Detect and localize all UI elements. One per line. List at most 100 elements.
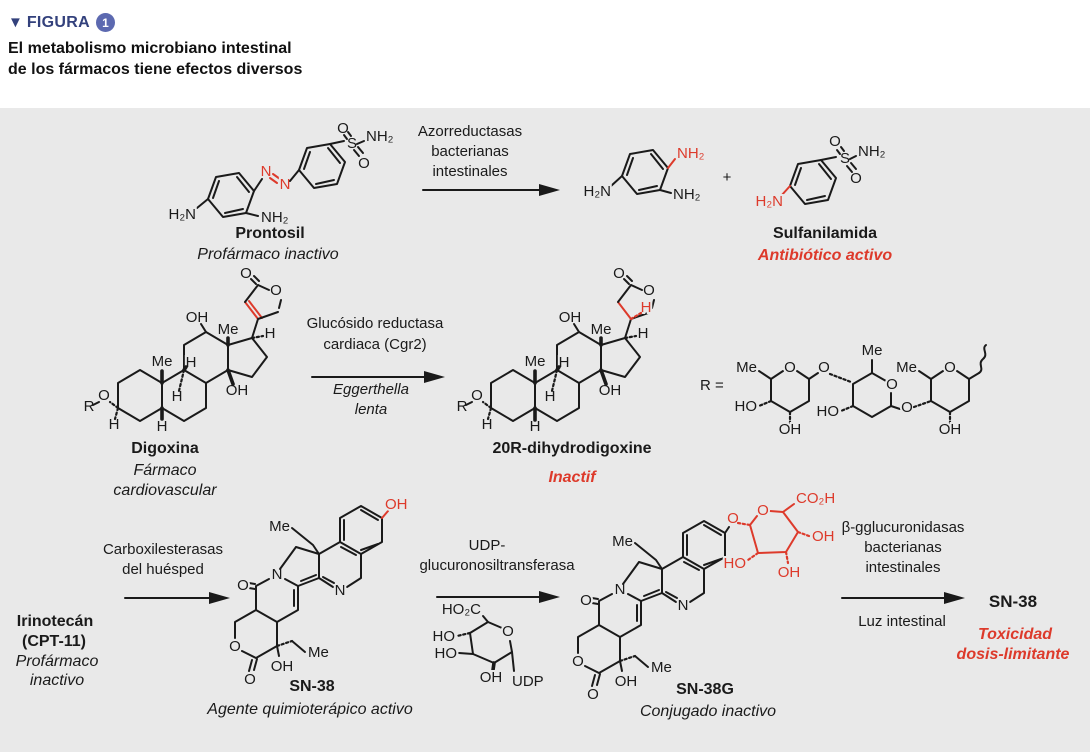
atom-label: S bbox=[347, 135, 357, 152]
atom-label: O bbox=[613, 265, 625, 282]
atom-label: O bbox=[784, 359, 796, 376]
product-name-sulfanilamida: Sulfanilamida bbox=[772, 225, 878, 242]
atom-label-red: OH bbox=[812, 528, 835, 545]
atom-label: H bbox=[638, 325, 649, 342]
atom-label: Me bbox=[651, 659, 672, 676]
substrate-status-irinotecan-line2: inactivo bbox=[29, 672, 85, 689]
atom-label-red: HO bbox=[724, 555, 747, 572]
atom-label: Me bbox=[269, 518, 290, 535]
atom-label: HO bbox=[735, 398, 758, 415]
atom-label: O bbox=[850, 170, 862, 187]
arrow5-sublabel: Luz intestinal bbox=[858, 613, 946, 630]
atom-label: OH bbox=[226, 382, 249, 399]
atom-label: O bbox=[829, 133, 841, 150]
atom-label: O bbox=[337, 120, 349, 137]
atom-label: NH₂ bbox=[673, 186, 701, 203]
atom-label: N bbox=[678, 597, 689, 614]
atom-label-red-o: O bbox=[727, 510, 739, 527]
atom-label: O bbox=[237, 577, 249, 594]
atom-label: H bbox=[172, 388, 183, 405]
atom-label: HO₂C bbox=[442, 601, 481, 618]
atom-label: H bbox=[482, 416, 493, 433]
atom-label: O bbox=[643, 282, 655, 299]
molecule-sulfanilamida: H₂N S O O NH₂ bbox=[754, 131, 888, 212]
atom-label: R bbox=[84, 398, 95, 415]
substrate-status-prontosil: Profármaco inactivo bbox=[197, 246, 339, 263]
atom-label: O bbox=[98, 387, 110, 404]
arrow3-label-line1: Carboxilesterasas bbox=[102, 541, 224, 558]
atom-label: Me bbox=[862, 342, 883, 359]
molecule-triaminobenzene: NH₂ H₂N NH₂ bbox=[582, 143, 707, 205]
arrow5-label-line3: intestinales bbox=[865, 559, 941, 576]
atom-label: H bbox=[157, 418, 168, 435]
arrow2-label-line2: cardiaca (Cgr2) bbox=[323, 336, 427, 353]
figure-header: ▼ FIGURA 1 bbox=[8, 13, 115, 32]
atom-label: Me bbox=[218, 321, 239, 338]
product-status-sulfanilamida: Antibiótico activo bbox=[757, 247, 893, 264]
atom-label: HO bbox=[817, 403, 840, 420]
atom-label-azo-n: N bbox=[261, 163, 272, 180]
plus-sign: + bbox=[723, 169, 732, 186]
atom-label-red-amine: NH₂ bbox=[677, 145, 705, 162]
intermediate-status-sn38g: Conjugado inactivo bbox=[639, 703, 777, 720]
atom-label: Me bbox=[591, 321, 612, 338]
atom-label: Me bbox=[612, 533, 633, 550]
molecule-prontosil: H₂N NH₂ N N S O O NH₂ bbox=[167, 118, 396, 228]
arrow3-label-line2: del huésped bbox=[122, 561, 204, 578]
atom-label: S bbox=[840, 150, 850, 167]
atom-label: HO bbox=[433, 628, 456, 645]
intermediate-name-sn38: SN-38 bbox=[289, 678, 335, 695]
atom-label-red: CO₂H bbox=[796, 490, 835, 507]
atom-label: H bbox=[265, 325, 276, 342]
product-name-dihydrodigoxine: 20R-dihydrodigoxine bbox=[492, 440, 652, 457]
intermediate-status-sn38: Agente quimioterápico activo bbox=[207, 701, 413, 718]
squiggle-bond bbox=[978, 344, 987, 374]
substrate-status-digoxina-line2: cardiovascular bbox=[113, 482, 217, 499]
arrow2-label-line1: Glucósido reductasa bbox=[306, 315, 444, 332]
arrow1-label-line1: Azorreductasas bbox=[417, 123, 523, 140]
atom-label: O bbox=[944, 359, 956, 376]
figure-panel bbox=[0, 108, 1090, 752]
atom-label: H bbox=[559, 354, 570, 371]
molecule-udp-glucuronate: O HO₂C HO HO OH UDP bbox=[431, 599, 546, 692]
atom-label-azo-n: N bbox=[280, 176, 291, 193]
arrow1-label-line2: bacterianas bbox=[431, 143, 509, 160]
intermediate-name-sn38g: SN-38G bbox=[676, 681, 734, 698]
figure-title-line1: El metabolismo microbiano intestinal bbox=[8, 40, 292, 57]
atom-label: OH bbox=[271, 658, 294, 675]
atom-label: O bbox=[229, 638, 241, 655]
atom-label: O bbox=[901, 399, 913, 416]
substrate-name-irinotecan-line1: Irinotecán bbox=[16, 613, 94, 630]
substrate-name-prontosil: Prontosil bbox=[235, 225, 305, 242]
figure-number-badge: 1 bbox=[96, 13, 115, 32]
atom-label: Me bbox=[525, 353, 546, 370]
atom-label: O bbox=[587, 686, 599, 703]
atom-label: H₂N bbox=[584, 183, 612, 200]
atom-label: Me bbox=[308, 644, 329, 661]
atom-label: OH bbox=[599, 382, 622, 399]
atom-label-red: OH bbox=[778, 564, 801, 581]
arrow5-label-line1: β-gglucuronidasas bbox=[841, 519, 965, 536]
atom-label: N bbox=[335, 582, 346, 599]
atom-label: NH₂ bbox=[366, 128, 394, 145]
atom-label: OH bbox=[779, 421, 802, 438]
atom-label: O bbox=[502, 623, 514, 640]
figure-marker-triangle: ▼ bbox=[8, 14, 23, 31]
figure-number: 1 bbox=[102, 15, 109, 30]
figure-label: FIGURA bbox=[26, 13, 90, 31]
product-status-toxicity-line1: Toxicidad bbox=[977, 626, 1053, 643]
atom-label: OH bbox=[939, 421, 962, 438]
atom-label: Me bbox=[736, 359, 757, 376]
atom-label: O bbox=[572, 653, 584, 670]
atom-label: H bbox=[186, 354, 197, 371]
arrow1-label-line3: intestinales bbox=[432, 163, 508, 180]
atom-label: O bbox=[270, 282, 282, 299]
molecule-r-sugar-chain: R = O Me HO OH O O Me HO O O Me bbox=[698, 340, 987, 440]
atom-label: OH bbox=[480, 669, 503, 686]
atom-label: OH bbox=[186, 309, 209, 326]
arrow2-sublabel-line1: Eggerthella bbox=[333, 381, 409, 398]
atom-label: O bbox=[240, 265, 252, 282]
atom-label: NH₂ bbox=[858, 143, 886, 160]
product-status-toxicity-line2: dosis-limitante bbox=[956, 646, 1070, 663]
